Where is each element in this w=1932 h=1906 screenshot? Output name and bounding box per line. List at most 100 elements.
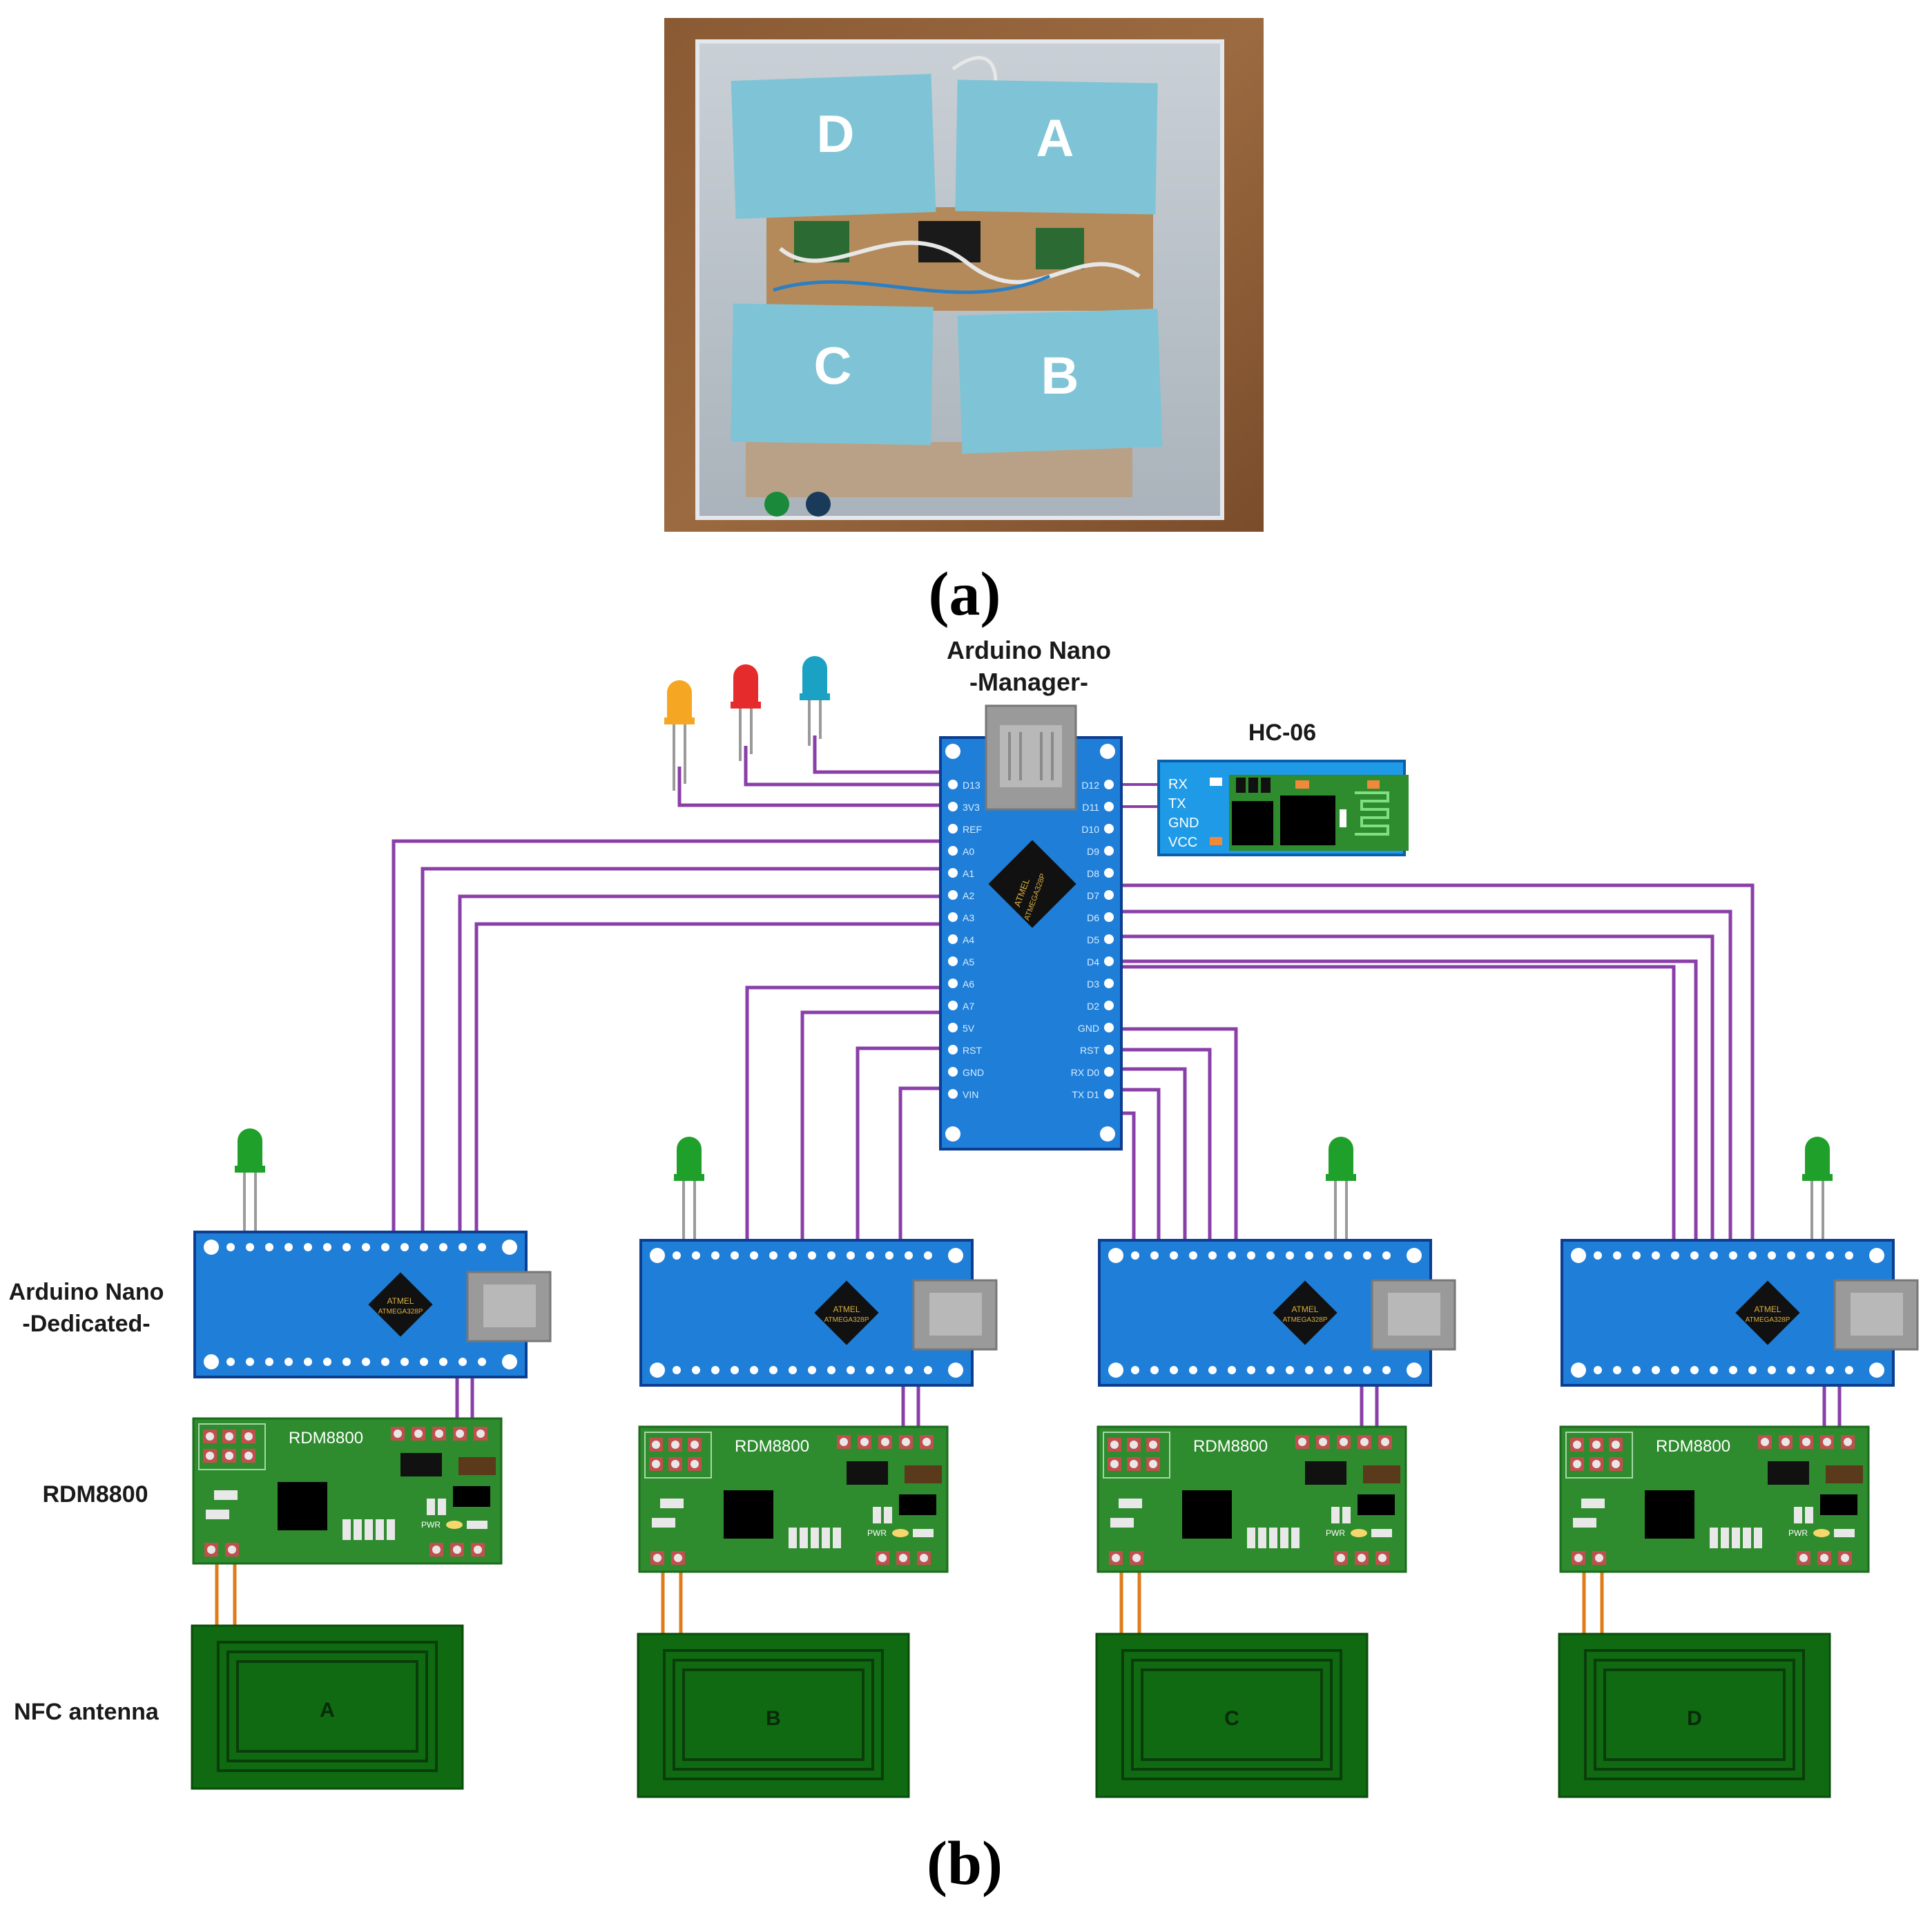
component: [899, 1494, 936, 1515]
wire: [1109, 965, 1676, 1255]
led-rim: [1802, 1174, 1833, 1181]
pad-hole: [1130, 1441, 1138, 1449]
pin: [769, 1251, 777, 1260]
pin: [1266, 1366, 1275, 1374]
antenna-label: A: [320, 1699, 335, 1722]
pin: [226, 1243, 235, 1251]
jumper-frame: [198, 1423, 266, 1470]
pad-hole: [1799, 1554, 1808, 1562]
pin: [1690, 1251, 1699, 1260]
atmega-chip-icon: ATMEL ATMEGA328P: [988, 840, 1076, 928]
component: [660, 1499, 684, 1508]
component: [1805, 1507, 1813, 1523]
pin: [1344, 1251, 1352, 1260]
pin: [731, 1366, 739, 1374]
usb-inner: [1388, 1293, 1440, 1336]
mount-hole: [1869, 1248, 1884, 1263]
pad-hole: [456, 1430, 464, 1438]
chip-text: ATMEGA328P: [1746, 1316, 1790, 1324]
svg-text:GND: GND: [1168, 816, 1199, 831]
mount-hole: [204, 1354, 219, 1369]
manager-pin-label: RST: [963, 1045, 982, 1056]
manager-pin-label: D10: [1081, 824, 1099, 835]
mount-hole: [650, 1363, 665, 1378]
pin: [1632, 1251, 1641, 1260]
pin: [420, 1358, 428, 1366]
pad-hole: [1592, 1460, 1601, 1468]
component: [822, 1528, 830, 1548]
nfc-antenna: C: [1095, 1633, 1369, 1798]
hc06-title: HC-06: [1248, 720, 1316, 746]
manager-pin: [1104, 1023, 1114, 1032]
manager-pin: [1104, 868, 1114, 878]
hc06-bluetooth-module: RX TX GND VCC: [1157, 760, 1409, 856]
pin: [1324, 1366, 1333, 1374]
wire: [1109, 1067, 1187, 1255]
pad-hole: [1149, 1460, 1157, 1468]
svg-text:TX: TX: [1168, 796, 1186, 811]
pin: [478, 1358, 486, 1366]
component: [342, 1519, 351, 1540]
chip-text: ATMEL: [833, 1305, 860, 1314]
pin: [750, 1366, 758, 1374]
pad-hole: [1358, 1554, 1366, 1562]
pin: [1632, 1366, 1641, 1374]
pin: [1150, 1251, 1159, 1260]
pin: [323, 1243, 331, 1251]
mount-hole: [948, 1248, 963, 1263]
jumper-frame: [1565, 1432, 1633, 1479]
pad-hole: [1612, 1441, 1620, 1449]
component: [905, 1465, 942, 1483]
manager-pin: [1104, 802, 1114, 811]
reader-label: RDM8800: [1656, 1437, 1730, 1456]
component: [884, 1507, 892, 1523]
component: [1269, 1528, 1277, 1548]
pin: [1382, 1251, 1391, 1260]
mount-hole: [1407, 1363, 1422, 1378]
dedicated-units: ATMELATMEGA328PRDM8800PWRAATMELATMEGA328…: [191, 1128, 1919, 1798]
pad-hole: [1132, 1554, 1141, 1562]
pin: [789, 1366, 797, 1374]
pad-hole: [1802, 1438, 1810, 1446]
component: [453, 1486, 490, 1507]
pin: [381, 1358, 389, 1366]
pad-hole: [228, 1546, 236, 1554]
manager-pin-label: REF: [963, 824, 982, 835]
pin: [362, 1358, 370, 1366]
pad-hole: [1337, 1554, 1345, 1562]
pad-hole: [207, 1546, 215, 1554]
manager-pin-label: D8: [1087, 868, 1099, 879]
pin: [284, 1243, 293, 1251]
pin: [731, 1251, 739, 1260]
component: [387, 1519, 395, 1540]
pad-hole: [1130, 1460, 1138, 1468]
rf-chip: [724, 1490, 773, 1539]
pwr-label: PWR: [421, 1520, 441, 1530]
mount-hole: [1407, 1248, 1422, 1263]
component: [1581, 1499, 1605, 1508]
manager-pin: [948, 1045, 958, 1055]
manager-pin: [1104, 1001, 1114, 1010]
pin: [1131, 1251, 1139, 1260]
antenna-trace-icon: [1355, 791, 1389, 836]
antenna-coil: [1603, 1668, 1786, 1761]
pad-hole: [432, 1546, 441, 1554]
pin: [1845, 1251, 1853, 1260]
pin: [265, 1243, 273, 1251]
led-icon: [800, 656, 830, 746]
pad-hole: [690, 1441, 699, 1449]
pin: [1671, 1251, 1679, 1260]
led-body: [677, 1137, 702, 1178]
pin: [1189, 1366, 1197, 1374]
pad-hole: [1573, 1460, 1581, 1468]
pad-hole: [674, 1554, 682, 1562]
pin: [1594, 1366, 1602, 1374]
chip-text: ATMEGA328P: [378, 1308, 423, 1316]
led-body: [733, 664, 758, 706]
led-body: [802, 656, 827, 697]
led-rim: [674, 1174, 704, 1181]
